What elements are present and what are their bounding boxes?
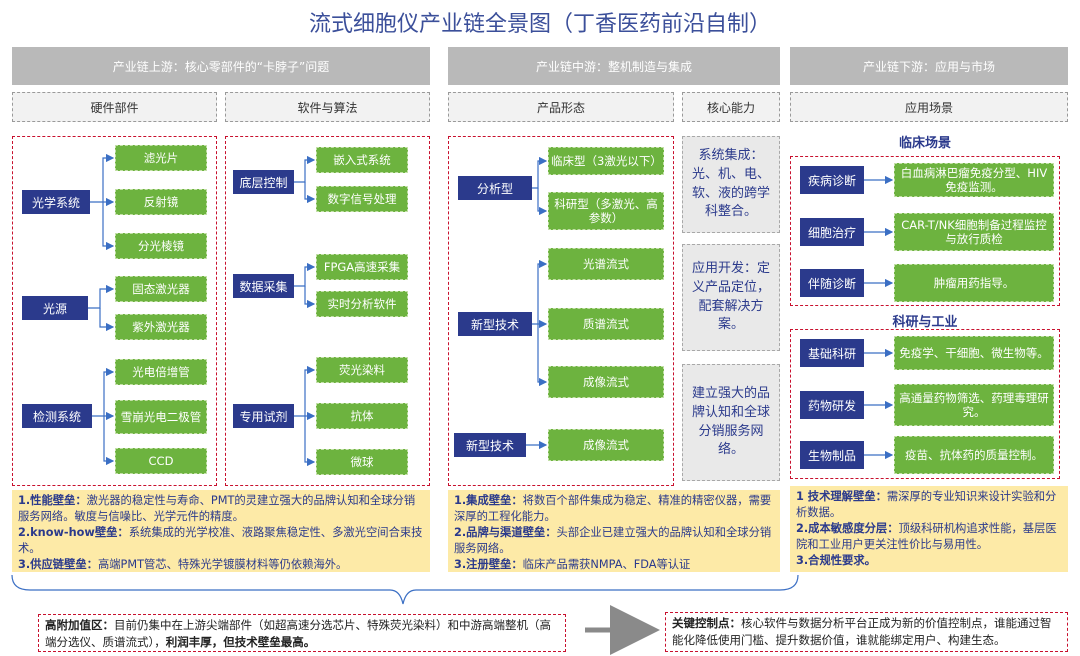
scenario-header: 应用场景 xyxy=(790,92,1068,122)
product-form-group xyxy=(448,136,674,486)
node-low-level-control: 底层控制 xyxy=(233,170,294,194)
clinical-group xyxy=(790,156,1060,306)
high-value-zone: 高附加值区：目前仍集中在上游尖端部件（如超高速分选芯片、特殊荧光染料）和中游高端… xyxy=(38,614,566,652)
node-analysis-type: 分析型 xyxy=(458,176,532,200)
node-imaging-flow-1: 成像流式 xyxy=(548,366,664,398)
downstream-bar: 产业链下游：应用与市场 xyxy=(790,47,1068,85)
node-imaging-flow-2: 成像流式 xyxy=(548,429,664,461)
node-biologics: 生物制品 xyxy=(800,441,864,469)
page-title: 流式细胞仪产业链全景图（丁香医药前沿自制） xyxy=(308,12,771,37)
node-clinical-type: 临床型（3激光以下） xyxy=(548,147,664,175)
node-dye: 荧光染料 xyxy=(316,357,408,383)
upstream-bar: 产业链上游：核心零部件的“卡脖子”问题 xyxy=(12,47,430,85)
node-new-tech-1: 新型技术 xyxy=(458,312,532,336)
node-solid-laser: 固态激光器 xyxy=(115,276,207,302)
midstream-barrier-3: 3.注册壁垒：临床产品需获NMPA、FDA等认证 xyxy=(454,558,691,572)
node-bead: 微球 xyxy=(316,449,408,475)
node-mass-flow: 质谱流式 xyxy=(548,308,664,340)
node-filter: 滤光片 xyxy=(115,145,207,171)
node-embedded: 嵌入式系统 xyxy=(316,147,408,173)
node-data-acquisition: 数据采集 xyxy=(233,274,294,298)
upstream-barrier-3: 3.供应链壁垒：高端PMT管芯、特殊光学镀膜材料等仍依赖海外。 xyxy=(18,558,348,572)
node-new-tech-2: 新型技术 xyxy=(454,433,526,457)
software-header: 软件与算法 xyxy=(225,92,430,122)
upstream-barrier-2: 2.know-how壁垒：系统集成的光学校准、液路聚焦稳定性、多激光空间合束技术… xyxy=(18,526,423,556)
node-uv-laser: 紫外激光器 xyxy=(115,314,207,340)
node-optical-system: 光学系统 xyxy=(22,190,90,214)
node-disease-diagnosis: 疾病诊断 xyxy=(800,166,864,194)
node-detection-system: 检测系统 xyxy=(22,404,92,428)
upstream-barriers: 1.性能壁垒：激光器的稳定性与寿命、PMT的灵建立强大的品牌认知和全球分销服务网… xyxy=(12,490,430,572)
node-dsp: 数字信号处理 xyxy=(316,186,408,212)
node-reagent: 专用试剂 xyxy=(233,404,294,428)
key-control-point: 关键控制点：核心软件与数据分析平台正成为新的价值控制点，谁能通过智能化降低使用门… xyxy=(665,612,1068,652)
clinical-title: 临床场景 xyxy=(898,136,951,151)
downstream-barrier-1: 1 技术理解壁垒：需深厚的专业知识来设计实验和分析数据。 xyxy=(796,490,1057,520)
core-ability-header: 核心能力 xyxy=(682,92,780,122)
node-realtime-software: 实时分析软件 xyxy=(316,291,408,317)
midstream-barrier-1: 1.集成壁垒：将数百个部件集成为稳定、精准的精密仪器，需要深厚的工程化能力。 xyxy=(454,494,772,524)
node-light-source: 光源 xyxy=(22,296,88,320)
downstream-barrier-2: 2.成本敏感度分层：顶级科研机构追求性能，基层医院和工业用户更关注性价比与易用性… xyxy=(796,522,1057,552)
upstream-barrier-1: 1.性能壁垒：激光器的稳定性与寿命、PMT的灵建立强大的品牌认知和全球分销服务网… xyxy=(18,494,416,524)
node-cell-therapy: 细胞治疗 xyxy=(800,218,864,246)
downstream-barrier-3: 3.合规性要求。 xyxy=(796,554,876,568)
node-mirror: 反射镜 xyxy=(115,189,207,215)
desc-drug-rd: 高通量药物筛选、药理毒理研究。 xyxy=(894,384,1054,426)
node-companion-diagnosis: 伴随诊断 xyxy=(800,269,864,297)
node-research-type: 科研型（多激光、高参数） xyxy=(548,192,664,230)
desc-disease-diagnosis: 白血病淋巴瘤免疫分型、HIV免疫监测。 xyxy=(894,163,1054,197)
midstream-barrier-2: 2.品牌与渠道壁垒：头部企业已建立强大的品牌认知和全球分销服务网络。 xyxy=(454,526,772,556)
research-group xyxy=(790,329,1060,479)
node-fpga: FPGA高速采集 xyxy=(316,254,408,280)
product-form-header: 产品形态 xyxy=(448,92,674,122)
desc-companion-diagnosis: 肿瘤用药指导。 xyxy=(894,264,1054,302)
node-pmt: 光电倍增管 xyxy=(115,359,207,385)
ability-integration: 系统集成：光、机、电、软、液的跨学科整合。 xyxy=(682,136,780,233)
desc-biologics: 疫苗、抗体药的质量控制。 xyxy=(894,436,1054,474)
node-prism: 分光棱镜 xyxy=(115,233,207,259)
node-basic-research: 基础科研 xyxy=(800,339,864,367)
software-group xyxy=(225,136,430,486)
desc-cell-therapy: CAR-T/NK细胞制备过程监控与放行质检 xyxy=(894,213,1054,251)
midstream-barriers: 1.集成壁垒：将数百个部件集成为稳定、精准的精密仪器，需要深厚的工程化能力。 2… xyxy=(448,490,780,572)
research-title: 科研与工业 xyxy=(892,315,958,330)
hardware-group xyxy=(12,136,217,486)
desc-basic-research: 免疫学、干细胞、微生物等。 xyxy=(894,336,1054,370)
node-ccd: CCD xyxy=(115,448,207,474)
ability-brand: 建立强大的品牌认知和全球分销服务网络。 xyxy=(682,364,780,481)
node-drug-rd: 药物研发 xyxy=(800,391,864,419)
ability-application: 应用开发：定义产品定位，配套解决方案。 xyxy=(682,244,780,351)
node-spectral-flow: 光谱流式 xyxy=(548,248,664,280)
node-apd: 雪崩光电二极管 xyxy=(115,400,207,434)
hardware-header: 硬件部件 xyxy=(12,92,217,122)
midstream-bar: 产业链中游：整机制造与集成 xyxy=(448,47,780,85)
downstream-barriers: 1 技术理解壁垒：需深厚的专业知识来设计实验和分析数据。 2.成本敏感度分层：顶… xyxy=(790,486,1068,572)
node-antibody: 抗体 xyxy=(316,403,408,429)
